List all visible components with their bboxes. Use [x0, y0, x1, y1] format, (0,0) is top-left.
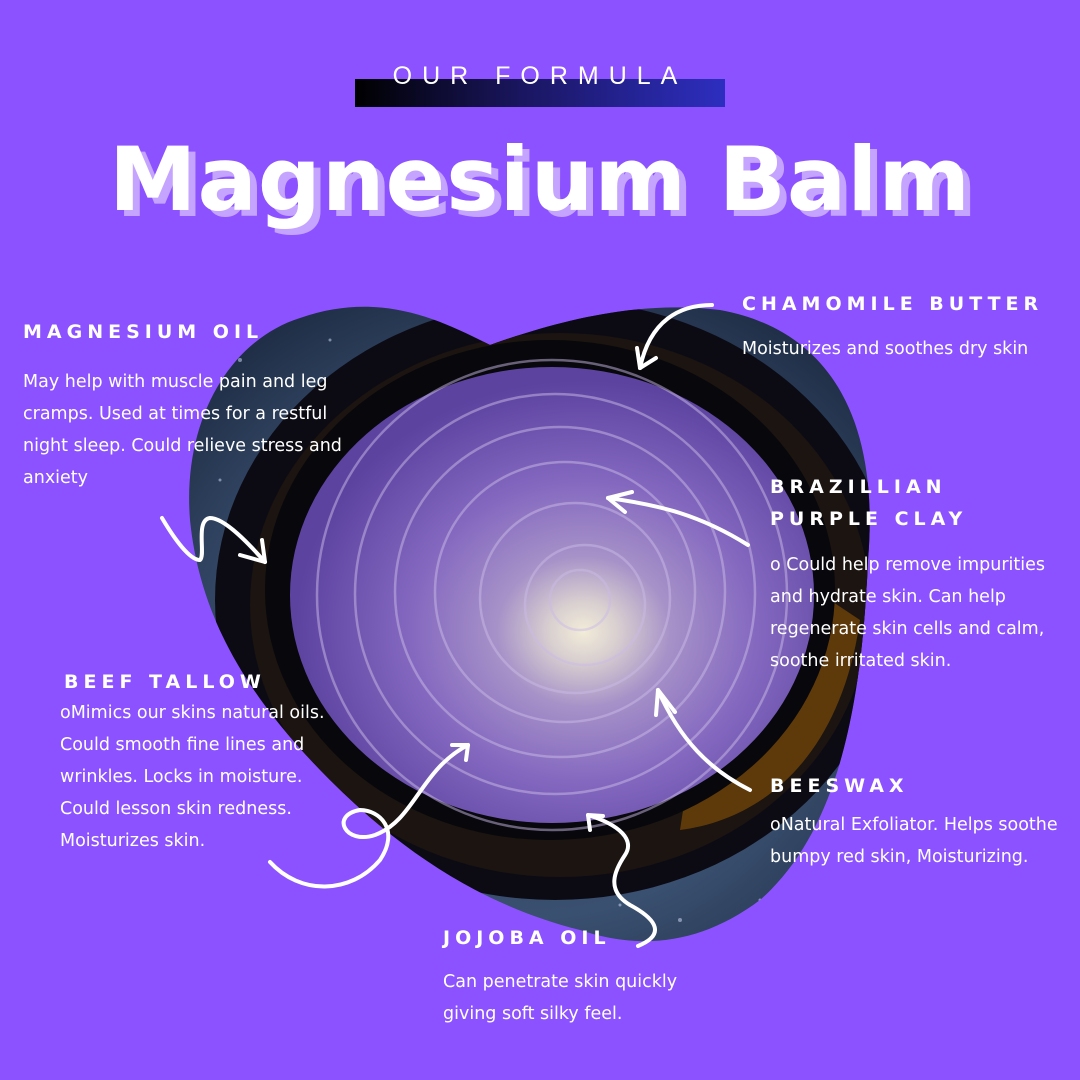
- ingredient-name-beef-tallow: BEEF TALLOW: [64, 671, 266, 693]
- ingredient-desc-beef-tallow: oMimics our skins natural oils. Could sm…: [60, 703, 325, 851]
- ingredient-name-jojoba-oil: JOJOBA OIL: [443, 927, 611, 949]
- ingredient-desc-jojoba-oil: Can penetrate skin quickly giving soft s…: [443, 972, 678, 1024]
- ingredient-desc-purple-clay: o Could help remove impurities and hydra…: [770, 555, 1046, 671]
- ingredient-name-magnesium-oil: MAGNESIUM OIL: [23, 321, 264, 343]
- eyebrow-bar: [355, 79, 725, 107]
- ingredient-desc-beeswax: oNatural Exfoliator. Helps soothe bumpy …: [770, 815, 1058, 867]
- ingredient-name-beeswax: BEESWAX: [770, 775, 909, 797]
- ingredient-name-purple-clay-line2: PURPLE CLAY: [770, 508, 968, 530]
- ingredient-desc-chamomile-butter: Moisturizes and soothes dry skin: [742, 339, 1029, 359]
- ingredient-desc-magnesium-oil: May help with muscle pain and leg cramps…: [23, 372, 342, 488]
- eyebrow-label: OUR FORMULA: [392, 62, 688, 90]
- ingredient-name-purple-clay-line1: BRAZILLIAN: [770, 476, 947, 498]
- ingredient-name-chamomile-butter: CHAMOMILE BUTTER: [742, 293, 1044, 315]
- page-title: Magnesium Balm: [108, 128, 972, 231]
